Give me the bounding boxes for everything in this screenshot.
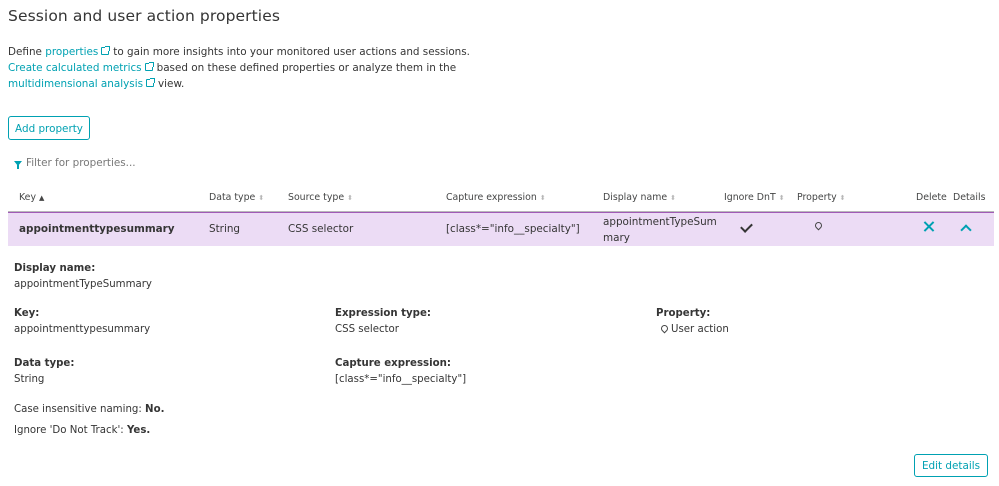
detail-case-value: No. xyxy=(145,404,165,415)
column-header-source-type[interactable]: Source type⬍ xyxy=(288,192,353,203)
detail-ignore-dnt: Ignore 'Do Not Track': Yes. xyxy=(14,425,150,436)
intro-line-3: multidimensional analysis view. xyxy=(8,76,470,92)
column-header-ignore-dnt[interactable]: Ignore DnT⬍ xyxy=(724,192,785,203)
sort-icon: ⬍ xyxy=(539,194,546,202)
table-header-divider xyxy=(8,211,994,212)
detail-key-value: appointmenttypesummary xyxy=(14,324,151,335)
intro-line-2: Create calculated metrics based on these … xyxy=(8,60,470,76)
calculated-metrics-link[interactable]: Create calculated metrics xyxy=(8,62,142,74)
sort-asc-icon: ▲ xyxy=(39,194,45,202)
filter-placeholder: Filter for properties... xyxy=(26,157,136,169)
page-title: Session and user action properties xyxy=(8,7,281,25)
row-source-type: CSS selector xyxy=(288,223,354,235)
column-header-details: Details xyxy=(953,192,986,203)
intro-text-4: view. xyxy=(158,78,185,90)
intro-text-3: based on these defined properties or ana… xyxy=(156,62,457,74)
column-header-display-name[interactable]: Display name⬍ xyxy=(603,192,676,203)
sort-icon: ⬍ xyxy=(778,194,785,202)
detail-dnt-value: Yes. xyxy=(126,425,151,436)
user-action-pin-icon xyxy=(659,323,670,334)
sort-icon: ⬍ xyxy=(839,194,846,202)
detail-property-value: User action xyxy=(671,324,729,335)
detail-data-type-label: Data type: xyxy=(14,358,75,369)
row-capture-expression: [class*="info__specialty"] xyxy=(446,223,580,235)
column-header-capture-expression[interactable]: Capture expression⬍ xyxy=(446,192,546,203)
row-data-type: String xyxy=(209,223,241,235)
add-property-button[interactable]: Add property xyxy=(8,116,90,140)
external-link-icon xyxy=(101,46,111,55)
column-header-source-type-label: Source type xyxy=(288,192,345,203)
intro-text: Define properties to gain more insights i… xyxy=(8,44,470,92)
column-header-key[interactable]: Key▲ xyxy=(19,192,44,203)
edit-details-button[interactable]: Edit details xyxy=(914,454,988,477)
detail-capture-expression-value: [class*="info__specialty"] xyxy=(335,374,467,385)
column-header-key-label: Key xyxy=(19,192,36,203)
detail-property-label: Property: xyxy=(656,308,711,319)
column-header-data-type-label: Data type xyxy=(209,192,256,203)
detail-expression-type-value: CSS selector xyxy=(335,324,399,335)
detail-data-type-value: String xyxy=(14,374,45,385)
delete-button[interactable] xyxy=(922,220,936,234)
detail-dnt-label: Ignore 'Do Not Track': xyxy=(14,425,124,436)
external-link-icon xyxy=(144,62,154,71)
detail-expression-type-label: Expression type: xyxy=(335,308,431,319)
intro-line-1: Define properties to gain more insights i… xyxy=(8,44,470,60)
row-display-name: appointmentTypeSum mary xyxy=(603,216,717,244)
column-header-ignore-dnt-label: Ignore DnT xyxy=(724,192,776,203)
detail-case-label: Case insensitive naming: xyxy=(14,404,142,415)
column-header-property-label: Property xyxy=(797,192,837,203)
column-header-display-name-label: Display name xyxy=(603,192,668,203)
column-header-delete: Delete xyxy=(916,192,947,203)
intro-text-2: to gain more insights into your monitore… xyxy=(113,46,470,58)
sort-icon: ⬍ xyxy=(670,194,676,202)
filter-input[interactable]: Filter for properties... xyxy=(14,157,136,169)
column-header-capture-expression-label: Capture expression xyxy=(446,192,537,203)
sort-icon: ⬍ xyxy=(347,194,353,202)
detail-display-name-value: appointmentTypeSummary xyxy=(14,279,152,290)
column-header-property[interactable]: Property⬍ xyxy=(797,192,846,203)
row-key: appointmenttypesummary xyxy=(19,223,175,235)
detail-key-label: Key: xyxy=(14,308,40,319)
detail-display-name-label: Display name: xyxy=(14,263,96,274)
table-row[interactable] xyxy=(8,212,994,246)
intro-text-1: Define xyxy=(8,46,46,58)
sort-icon: ⬍ xyxy=(258,194,265,202)
detail-case-insensitive: Case insensitive naming: No. xyxy=(14,404,164,415)
multidimensional-analysis-link[interactable]: multidimensional analysis xyxy=(8,78,144,90)
external-link-icon xyxy=(146,78,156,87)
column-header-data-type[interactable]: Data type⬍ xyxy=(209,192,264,203)
properties-link[interactable]: properties xyxy=(45,46,99,58)
detail-capture-expression-label: Capture expression: xyxy=(335,358,451,369)
filter-icon xyxy=(14,161,22,169)
